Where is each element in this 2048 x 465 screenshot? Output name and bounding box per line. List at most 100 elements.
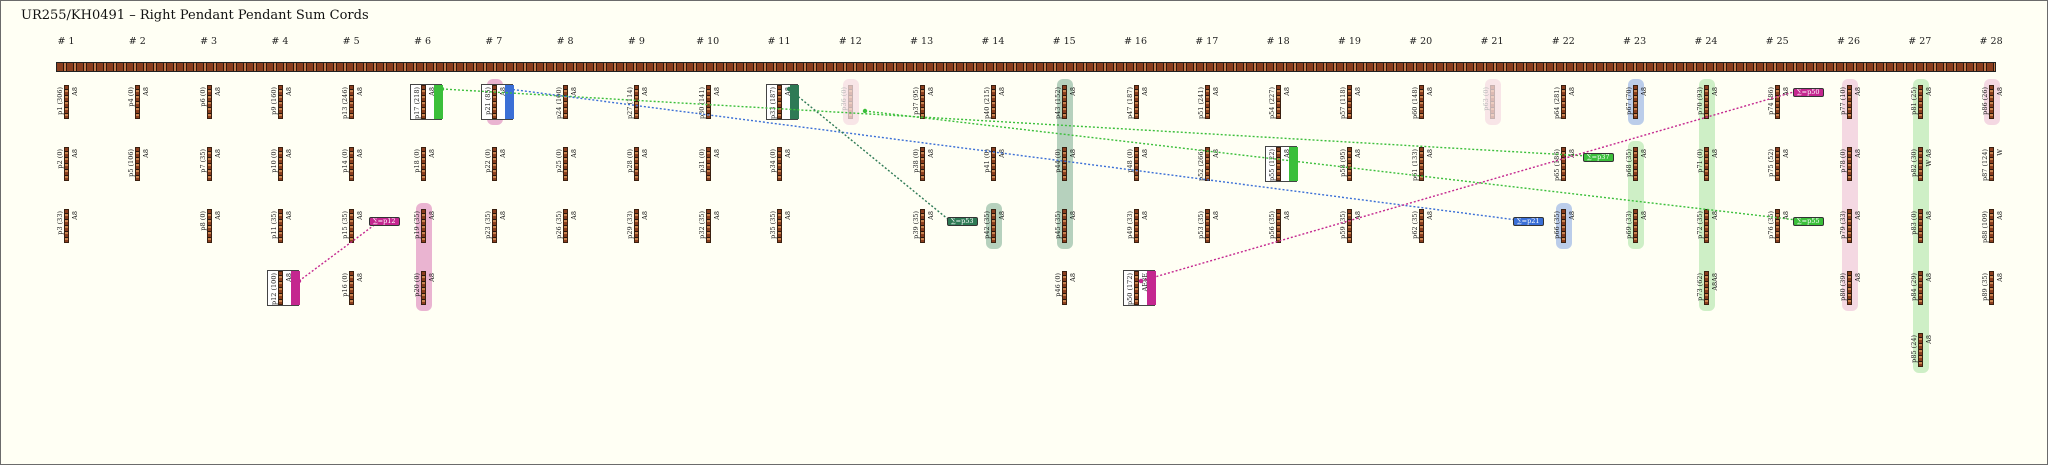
cord-strand — [1204, 147, 1210, 181]
sum-tag[interactable]: ∑=p55 — [1793, 217, 1824, 226]
cord-strand — [705, 147, 711, 181]
sum-link-line — [1140, 90, 1798, 282]
group-label: # 6 — [413, 36, 432, 47]
cord-strand — [1204, 85, 1210, 119]
cord-strand — [206, 209, 212, 243]
cord-strand — [277, 85, 283, 119]
cord-strand — [634, 85, 640, 119]
cord-strand — [1418, 209, 1424, 243]
cord-strand — [1632, 85, 1638, 119]
cord-strand — [349, 271, 355, 305]
cord-strand — [777, 209, 782, 243]
cord-strand — [1204, 209, 1210, 243]
cord-strand — [634, 209, 640, 243]
cord-strand — [1133, 85, 1139, 119]
sum-chip — [433, 85, 443, 119]
sum-chip — [790, 85, 799, 119]
cord-strand — [1276, 147, 1282, 181]
cord-strand — [1917, 147, 1923, 181]
cord-strand — [1703, 209, 1709, 243]
cord-strand — [1133, 147, 1139, 181]
cord-strand — [1062, 209, 1068, 243]
sum-tag[interactable]: ∑=p12 — [369, 217, 400, 226]
cord-strand — [206, 85, 212, 119]
cord-strand — [1561, 85, 1567, 119]
group-label: # 2 — [128, 36, 146, 47]
cord-strand — [1917, 333, 1923, 367]
sum-chip — [1146, 271, 1156, 305]
cord-strand — [1775, 209, 1781, 243]
cord-strand — [491, 85, 497, 119]
page-title: UR255/KH0491 – Right Pendant Pendant Sum… — [21, 8, 369, 23]
cord-highlight — [1841, 79, 1858, 311]
cord-strand — [1418, 85, 1424, 119]
group-label: # 4 — [271, 36, 289, 47]
sum-chip — [504, 85, 514, 119]
cord-strand — [420, 147, 426, 181]
cord-strand — [1989, 147, 1995, 181]
group-label: # 26 — [1836, 36, 1861, 47]
group-label: # 25 — [1765, 36, 1789, 47]
cord-strand — [777, 147, 782, 181]
group-label: # 7 — [485, 36, 503, 47]
cord-strand — [1062, 147, 1068, 181]
sum-link-line — [864, 110, 1798, 221]
cord-highlight — [1698, 79, 1715, 311]
group-label: # 21 — [1480, 36, 1504, 47]
sum-tag[interactable]: ∑=p21 — [1513, 217, 1544, 226]
cord-strand — [420, 271, 426, 305]
cord-strand — [64, 209, 69, 243]
sum-tag[interactable]: ∑=p50 — [1793, 88, 1824, 97]
cord-strand — [1917, 271, 1923, 305]
group-label: # 16 — [1123, 36, 1148, 47]
cord-strand — [705, 85, 711, 119]
group-label: # 23 — [1623, 36, 1647, 47]
group-label: # 17 — [1195, 36, 1219, 47]
sum-link-line — [298, 219, 382, 282]
cord-highlight — [415, 203, 432, 311]
cord-strand — [1632, 147, 1638, 181]
sum-link-line — [441, 88, 1588, 157]
group-label: # 13 — [910, 36, 934, 47]
cord-strand — [420, 85, 426, 119]
cord-highlight — [1627, 141, 1644, 249]
group-label: # 18 — [1266, 36, 1290, 47]
cord-strand — [777, 85, 782, 119]
cord-strand — [1133, 209, 1139, 243]
cord-strand — [491, 147, 497, 181]
cord-strand — [1989, 209, 1995, 243]
group-label: # 11 — [767, 36, 791, 47]
group-label: # 14 — [981, 36, 1005, 47]
cord-strand — [1347, 85, 1353, 119]
sum-tag[interactable]: ∑=p37 — [1583, 153, 1614, 162]
group-label: # 10 — [696, 36, 720, 47]
cord-strand — [1347, 147, 1353, 181]
cord-strand — [1846, 209, 1852, 243]
cord-strand — [1989, 271, 1995, 305]
link-endpoint — [786, 86, 792, 92]
cord-strand — [1703, 147, 1709, 181]
group-label: # 28 — [1979, 36, 2003, 47]
cord-strand — [1561, 209, 1567, 243]
cord-strand — [563, 85, 569, 119]
link-endpoint — [862, 108, 868, 114]
cord-strand — [848, 85, 854, 119]
group-label: # 12 — [838, 36, 862, 47]
cord-strand — [64, 147, 69, 181]
cord-strand — [919, 209, 925, 243]
cord-strand — [1418, 147, 1424, 181]
sum-tag[interactable]: ∑=p53 — [947, 217, 978, 226]
cord-strand — [1490, 85, 1495, 119]
cord-highlight — [843, 79, 860, 125]
cord-strand — [420, 209, 426, 243]
cord-strand — [277, 209, 283, 243]
cord-strand — [491, 209, 497, 243]
group-label: # 22 — [1551, 36, 1575, 47]
primary-cord — [56, 62, 1996, 72]
link-endpoint — [439, 86, 445, 92]
cord-strand — [1846, 85, 1852, 119]
cord-strand — [1062, 85, 1068, 119]
cord-strand — [135, 147, 141, 181]
